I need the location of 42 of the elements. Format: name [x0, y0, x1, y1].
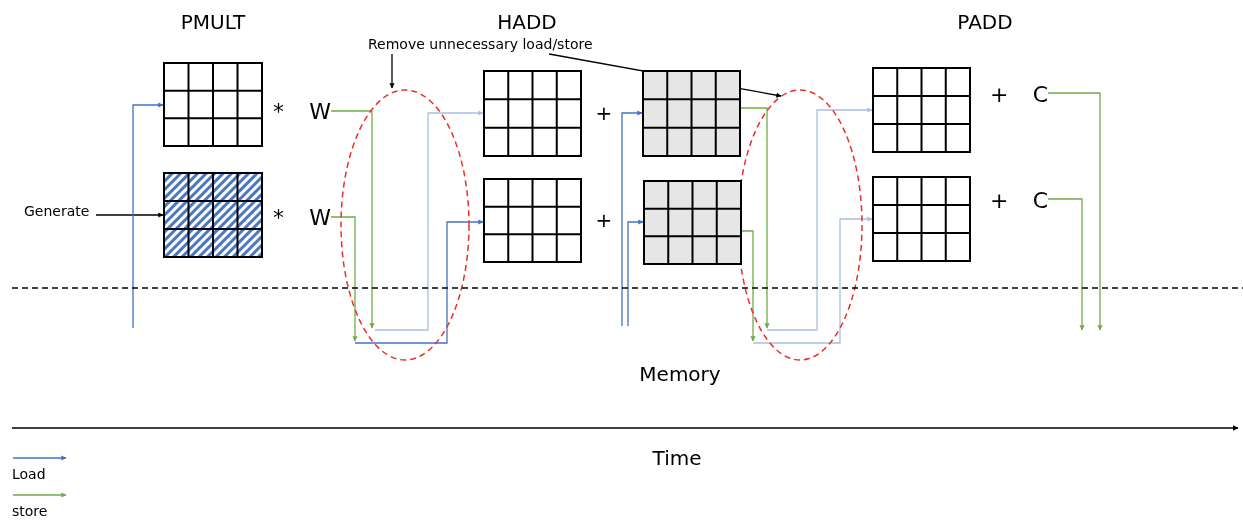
legend-label: Load	[12, 466, 46, 482]
operator-symbol: +	[990, 81, 1009, 107]
annotation-label: Generate	[24, 201, 96, 221]
operand-label: W	[309, 98, 331, 124]
callout-text: Remove unnecessary load/store	[368, 34, 620, 54]
arrow	[766, 107, 873, 331]
arrow	[627, 219, 644, 327]
matrix-grid	[163, 62, 263, 147]
operand-label: W	[309, 204, 331, 230]
arrow	[741, 230, 756, 342]
axis-label: Time	[652, 446, 702, 470]
stage-heading: HADD	[497, 10, 557, 34]
shaded-matrix-grid	[643, 180, 742, 265]
operand-label: C	[1032, 187, 1048, 213]
operand-label: C	[1032, 81, 1048, 107]
stage-heading: PADD	[957, 10, 1013, 34]
arrow	[132, 102, 164, 329]
arrow	[1047, 198, 1085, 331]
matrix-grid	[483, 178, 582, 263]
arrow	[740, 107, 770, 329]
operator-symbol: +	[990, 187, 1009, 213]
operator-symbol: +	[595, 101, 613, 125]
matrix-grid	[483, 70, 582, 157]
arrow	[374, 110, 484, 331]
matrix-grid	[872, 176, 971, 262]
axis-label: Memory	[639, 362, 721, 386]
arrow	[354, 219, 484, 344]
arrow	[330, 110, 375, 329]
arrow	[1047, 92, 1103, 331]
shaded-matrix-grid	[642, 70, 741, 157]
arrow	[621, 110, 643, 327]
operator-symbol: *	[273, 204, 284, 230]
arrow	[389, 53, 395, 89]
arrow	[330, 216, 358, 342]
stage-heading: PMULT	[180, 10, 246, 34]
operator-symbol: *	[273, 98, 284, 124]
operator-symbol: +	[595, 208, 613, 232]
legend-label: store	[12, 503, 48, 519]
hatched-matrix-grid	[163, 172, 263, 258]
arrow	[752, 216, 873, 344]
matrix-grid	[872, 67, 971, 153]
leader-arrow	[95, 212, 164, 218]
